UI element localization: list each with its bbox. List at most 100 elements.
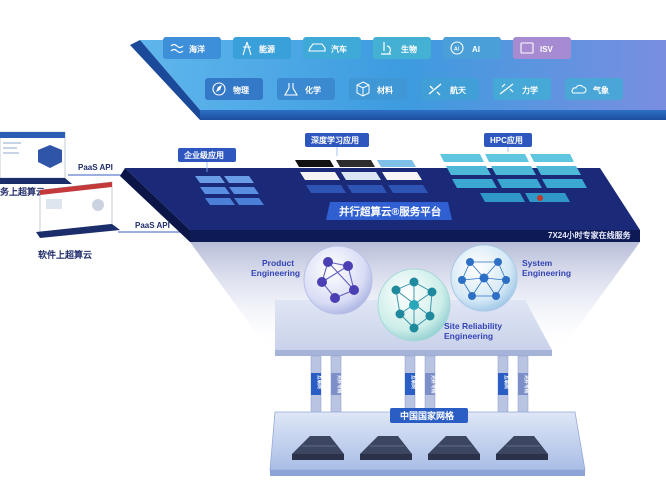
platform-title-badge: 并行超算云®服务平台 bbox=[326, 202, 452, 220]
enterprise-app-tile[interactable] bbox=[205, 198, 235, 205]
tile-energy-label: 能源 bbox=[259, 44, 275, 54]
microscope-icon bbox=[381, 42, 391, 55]
server-cube-icon bbox=[38, 145, 62, 168]
waves-icon bbox=[170, 43, 184, 54]
deep-learning-app-tiles bbox=[295, 160, 428, 193]
expert-service-note: 7X24小时专家在线服务 bbox=[548, 230, 632, 240]
hpc-app-tile[interactable] bbox=[536, 166, 581, 175]
tile-auto[interactable]: 汽车 bbox=[303, 37, 361, 59]
tile-energy[interactable]: 能源 bbox=[233, 37, 291, 59]
paas-api-label-top: PaaS API bbox=[78, 163, 113, 172]
mechanics-icon bbox=[499, 83, 514, 95]
hpc-app-tile[interactable] bbox=[530, 154, 574, 162]
code-window-icon bbox=[520, 42, 534, 54]
datacenter-icon bbox=[428, 436, 480, 460]
hpc-app-tile[interactable] bbox=[497, 179, 542, 188]
satellite-icon bbox=[428, 83, 442, 96]
datacenter-icon bbox=[360, 436, 412, 460]
hpc-app-tile[interactable] bbox=[446, 166, 491, 175]
dl-framework-tile[interactable] bbox=[377, 160, 416, 167]
platform-title-bg bbox=[326, 202, 452, 220]
paas-api-label-bottom: PaaS API bbox=[135, 221, 170, 230]
tile-materials[interactable]: 材料 bbox=[349, 78, 407, 100]
hpc-app-tile[interactable] bbox=[491, 166, 536, 175]
industry-band-side bbox=[130, 40, 200, 120]
system-engineering-sphere bbox=[450, 244, 518, 312]
dl-framework-tile[interactable] bbox=[336, 160, 375, 167]
network-connectors: 互联网 光纤专线 互联网 光纤专线 互联网 光纤专线 bbox=[310, 355, 530, 413]
tile-chemistry[interactable]: 化学 bbox=[277, 78, 335, 100]
industry-band-edge bbox=[200, 110, 666, 120]
datacenter-cluster bbox=[292, 436, 548, 460]
enterprise-app-tile[interactable] bbox=[229, 187, 259, 194]
site-reliability-sphere bbox=[377, 268, 451, 342]
hpc-app-tile[interactable] bbox=[440, 154, 484, 162]
enterprise-app-tile[interactable] bbox=[224, 176, 254, 183]
hpc-apps-group: HPC应用 bbox=[440, 133, 587, 202]
hpc-app-tile[interactable] bbox=[452, 179, 497, 188]
left-cloud-panel: 务上超算云 软件上超算云 PaaS API PaaS API bbox=[0, 131, 192, 260]
industry-row-2: 物理 化学 材料 航天 力学 气象 bbox=[205, 78, 623, 100]
dl-framework-tile[interactable] bbox=[295, 160, 334, 167]
tile-bio-label: 生物 bbox=[401, 44, 417, 54]
service-cloud-label: 务上超算云 bbox=[0, 186, 45, 197]
platform-side-face bbox=[120, 168, 190, 242]
tile-ocean[interactable]: 海洋 bbox=[163, 37, 221, 59]
car-icon bbox=[308, 43, 326, 52]
hpc-logo-icon bbox=[537, 195, 543, 201]
ai-chip-icon bbox=[450, 41, 464, 55]
national-grid-label: 中国国家网格 bbox=[400, 410, 455, 421]
deep-learning-badge bbox=[305, 133, 369, 147]
national-grid-badge bbox=[390, 408, 468, 423]
enterprise-app-tile[interactable] bbox=[200, 187, 230, 194]
tile-physics[interactable]: 物理 bbox=[205, 78, 263, 100]
tile-mechanics[interactable]: 力学 bbox=[493, 78, 551, 100]
enterprise-apps-group: 企业级应用 bbox=[178, 148, 264, 205]
power-tower-icon bbox=[242, 41, 252, 56]
fiber-link-label: 光纤专线 bbox=[430, 374, 437, 394]
tile-auto-label: 汽车 bbox=[331, 44, 347, 54]
tile-aerospace[interactable]: 航天 bbox=[421, 78, 479, 100]
tile-physics-label: 物理 bbox=[233, 85, 249, 95]
enterprise-app-tile[interactable] bbox=[195, 176, 225, 183]
service-cloud-window[interactable] bbox=[0, 131, 72, 184]
industry-row-1: 海洋 能源 汽车 生物 AI AI ISV bbox=[163, 37, 571, 59]
software-cloud-window[interactable] bbox=[36, 181, 120, 238]
hpc-app-tile[interactable] bbox=[525, 193, 570, 202]
dl-framework-tile[interactable] bbox=[382, 172, 422, 180]
tile-weather[interactable]: 气象 bbox=[565, 78, 623, 100]
hpc-app-tile[interactable] bbox=[542, 179, 587, 188]
tile-mechanics-label: 力学 bbox=[522, 85, 538, 95]
cube-icon bbox=[356, 81, 370, 97]
datacenter-icon bbox=[496, 436, 548, 460]
fiber-link-label: 光纤专线 bbox=[336, 374, 343, 394]
tile-ai[interactable]: AI AI bbox=[443, 37, 501, 59]
tile-aerospace-label: 航天 bbox=[450, 85, 467, 95]
national-grid-box: 中国国家网格 bbox=[269, 408, 586, 476]
hpc-app-tile[interactable] bbox=[485, 154, 529, 162]
tile-isv-label: ISV bbox=[540, 45, 554, 54]
enterprise-apps-badge bbox=[178, 148, 236, 162]
internet-link-label: 互联网 bbox=[316, 375, 323, 389]
hpc-apps-label: HPC应用 bbox=[490, 135, 523, 145]
hpc-app-tile[interactable] bbox=[480, 193, 525, 202]
tile-weather-label: 气象 bbox=[592, 85, 609, 95]
deep-learning-label: 深度学习应用 bbox=[311, 135, 359, 145]
product-engineering-label: Product Engineering bbox=[251, 258, 300, 278]
deep-learning-apps-group: 深度学习应用 bbox=[295, 133, 428, 193]
flask-icon bbox=[284, 83, 298, 96]
software-cloud-label: 软件上超算云 bbox=[38, 249, 92, 260]
tile-isv[interactable]: ISV bbox=[513, 37, 571, 59]
tile-bio[interactable]: 生物 bbox=[373, 37, 431, 59]
tile-ocean-label: 海洋 bbox=[189, 44, 205, 54]
hpc-apps-badge bbox=[484, 133, 532, 147]
internet-link-label: 互联网 bbox=[503, 375, 510, 389]
svg-text:AI: AI bbox=[454, 47, 460, 53]
dl-framework-tile[interactable] bbox=[300, 172, 340, 180]
platform-title: 并行超算云®服务平台 bbox=[339, 205, 441, 218]
datacenter-icon bbox=[292, 436, 344, 460]
tile-chemistry-label: 化学 bbox=[305, 85, 321, 95]
internet-link-label: 互联网 bbox=[410, 375, 417, 389]
dl-framework-tile[interactable] bbox=[341, 172, 381, 180]
enterprise-app-tile[interactable] bbox=[234, 198, 264, 205]
